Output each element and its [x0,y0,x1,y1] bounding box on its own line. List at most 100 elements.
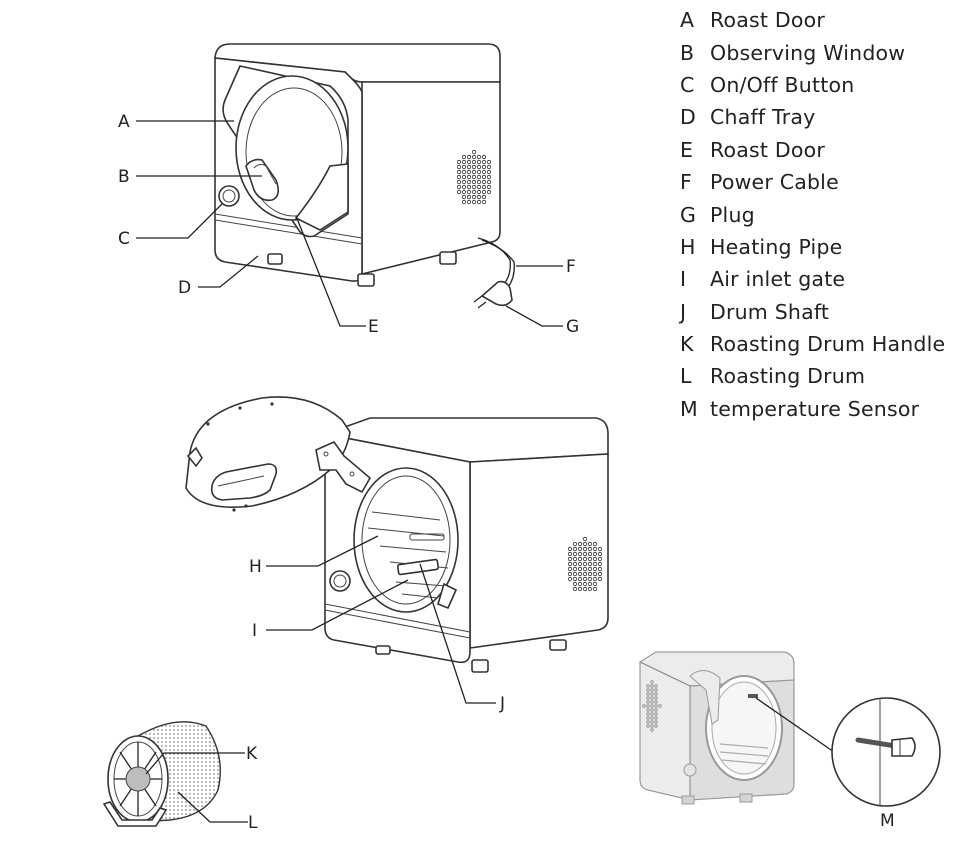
legend-letter: K [680,332,694,357]
vent-hole [650,728,654,732]
vent-hole [650,700,654,704]
vent-hole [582,576,588,582]
vent-hole [650,708,654,712]
vent-hole [567,576,573,582]
vent-hole [577,541,583,547]
vent-hole [577,576,583,582]
vent-hole [654,700,658,704]
vent-hole [582,571,588,577]
legend-text: Roasting Drum [710,364,866,389]
vent-hole [481,184,487,190]
legend-letter: M [680,396,698,421]
vent-hole [466,184,472,190]
vent-hole [597,556,603,562]
vent-hole [582,546,588,552]
vent-hole [481,174,487,180]
vent-hole [582,566,588,572]
vent-hole [654,724,658,728]
vent-hole [582,556,588,562]
legend-letter: E [680,137,694,162]
callout-k: K [246,744,258,764]
vent-hole [572,566,578,572]
vent-hole [592,556,598,562]
vent-hole [461,194,467,200]
legend-text: Air inlet gate [710,267,846,292]
vent-hole [456,189,462,195]
vent-hole [461,169,467,175]
vent-hole [650,692,654,696]
vent-hole [646,712,650,716]
vent-hole [577,551,583,557]
temperature-sensor-illustration [638,651,941,807]
vent-hole [572,586,578,592]
vent-hole [592,546,598,552]
vent-hole [587,561,593,567]
vent-hole [471,199,477,205]
vent-hole [461,199,467,205]
vent-hole [486,189,492,195]
vent-hole [582,536,588,542]
vent-hole [476,164,482,170]
vent-hole [572,571,578,577]
vent-hole [476,154,482,160]
legend-letter: J [680,299,687,324]
legend-letter: I [680,267,687,292]
vent-hole [486,179,492,185]
vent-hole [456,174,462,180]
vent-hole [476,159,482,165]
vent-grille [567,536,603,592]
vent-hole [592,586,598,592]
vent-hole [597,546,603,552]
vent-hole [476,189,482,195]
roasting-drum-illustration [102,721,221,827]
vent-hole [587,576,593,582]
vent-hole [650,684,654,688]
vent-hole [481,199,487,205]
vent-hole [587,566,593,572]
vent-hole [577,546,583,552]
legend-text: Plug [710,202,755,227]
vent-hole [481,169,487,175]
legend-letter: L [680,364,692,389]
vent-hole [466,179,472,185]
callout-e: E [368,317,379,337]
callout-i: I [252,621,257,641]
vent-hole [577,566,583,572]
vent-hole [481,159,487,165]
vent-hole [592,571,598,577]
callout-c: C [118,229,130,249]
vent-grille [456,149,492,205]
vent-hole [461,179,467,185]
vent-hole [646,708,650,712]
legend-item: I Air inlet gate [680,263,967,295]
legend-text: Power Cable [710,170,839,195]
vent-hole [466,174,472,180]
vent-hole [592,581,598,587]
vent-hole [567,546,573,552]
vent-hole [646,692,650,696]
legend-letter: B [680,40,695,65]
callout-b: B [118,167,130,187]
legend-letter: D [680,105,696,130]
vent-hole [567,561,573,567]
vent-hole [461,164,467,170]
vent-hole [572,556,578,562]
vent-hole [587,581,593,587]
legend-item: D Chaff Tray [680,101,967,133]
vent-hole [592,566,598,572]
legend-letter: A [680,8,695,33]
vent-hole [654,708,658,712]
vent-hole [466,199,472,205]
vent-hole [476,174,482,180]
vent-hole [597,561,603,567]
vent-hole [587,571,593,577]
vent-hole [577,556,583,562]
vent-hole [461,184,467,190]
vent-hole [597,571,603,577]
vent-hole [592,576,598,582]
vent-hole [587,586,593,592]
vent-hole [646,704,650,708]
vent-hole [567,571,573,577]
legend-text: Chaff Tray [710,105,816,130]
